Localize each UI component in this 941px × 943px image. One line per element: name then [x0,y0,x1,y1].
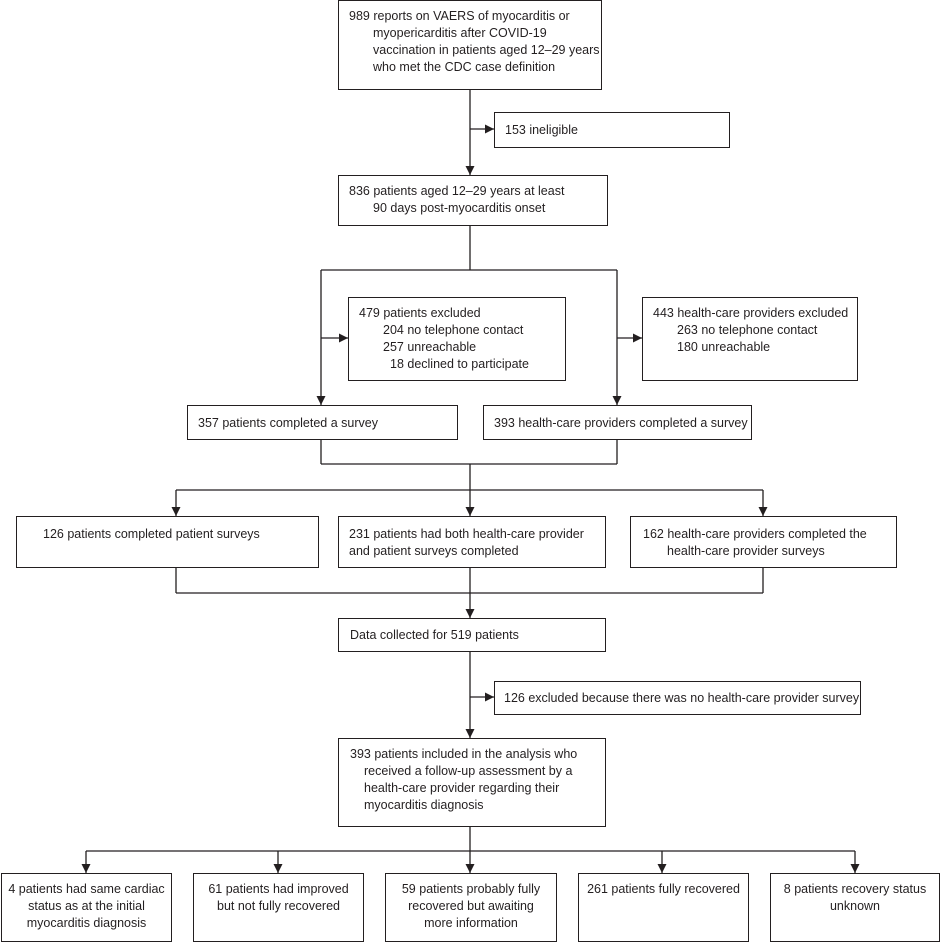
box-hcp-completed-survey: 393 health-care providers completed a su… [483,405,752,440]
box-line: more information [424,916,518,930]
box-line: 59 patients probably fully [401,882,541,896]
box-hcp-excluded: 443 health-care providers excluded 263 n… [642,297,858,381]
box-line: 4 patients had same cardiac [8,882,165,896]
box-data-519: Data collected for 519 patients [338,618,606,652]
box-both-surveys: 231 patients had both health-care provid… [338,516,606,568]
box-line: 90 days post-myocarditis onset [373,201,546,215]
box-line: 162 health-care providers completed the [643,527,867,541]
box-line: 126 patients completed patient surveys [43,527,260,541]
box-line: myocarditis diagnosis [364,798,484,812]
box-line: 989 reports on VAERS of myocarditis or [349,9,570,23]
box-line: 204 no telephone contact [383,323,524,337]
box-line: 393 health-care providers completed a su… [494,416,748,430]
box-ineligible: 153 ineligible [494,112,730,148]
box-line: status as at the initial [28,899,145,913]
box-line: Data collected for 519 patients [350,628,519,642]
box-line: 357 patients completed a survey [198,416,378,430]
box-line: 153 ineligible [505,123,578,137]
box-line: myocarditis diagnosis [26,916,147,930]
box-excluded-126: 126 excluded because there was no health… [494,681,861,715]
box-outcome-improved: 61 patients had improved but not fully r… [193,873,364,942]
box-line: 263 no telephone contact [677,323,818,337]
box-line: 8 patients recovery status [783,882,927,896]
box-line: 443 health-care providers excluded [653,306,849,320]
box-patients-excluded: 479 patients excluded 204 no telephone c… [348,297,566,381]
box-line: received a follow-up assessment by a [364,764,573,778]
box-line: vaccination in patients aged 12–29 years [373,43,600,57]
box-outcome-unknown: 8 patients recovery status unknown [770,873,940,942]
box-line: 479 patients excluded [359,306,481,320]
box-line: health-care provider surveys [667,544,825,558]
box-line: 393 patients included in the analysis wh… [350,747,578,761]
box-patients-completed-survey: 357 patients completed a survey [187,405,458,440]
box-line: myopericarditis after COVID-19 [373,26,547,40]
box-line: who met the CDC case definition [373,60,556,74]
box-vaers-reports: 989 reports on VAERS of myocarditis or m… [338,0,602,90]
box-line: and patient surveys completed [349,544,519,558]
box-included-393: 393 patients included in the analysis wh… [338,738,606,827]
box-patient-surveys-only: 126 patients completed patient surveys [16,516,319,568]
box-line: 61 patients had improved [208,882,349,896]
box-outcome-same-status: 4 patients had same cardiac status as at… [1,873,172,942]
box-hcp-surveys-only: 162 health-care providers completed the … [630,516,897,568]
box-line: recovered but awaiting [408,899,534,913]
box-line: but not fully recovered [217,899,340,913]
box-line: 231 patients had both health-care provid… [349,527,584,541]
box-line: health-care provider regarding their [364,781,560,795]
box-line: 126 excluded because there was no health… [504,691,860,705]
box-outcome-fully-recovered: 261 patients fully recovered [578,873,749,942]
box-line: 836 patients aged 12–29 years at least [349,184,565,198]
box-line: 18 declined to participate [390,357,529,371]
box-line: 180 unreachable [677,340,771,354]
box-line: 257 unreachable [383,340,477,354]
box-line: unknown [829,899,881,913]
box-outcome-probably-recovered: 59 patients probably fully recovered but… [385,873,557,942]
box-line: 261 patients fully recovered [587,882,740,896]
box-836-patients: 836 patients aged 12–29 years at least 9… [338,175,608,226]
